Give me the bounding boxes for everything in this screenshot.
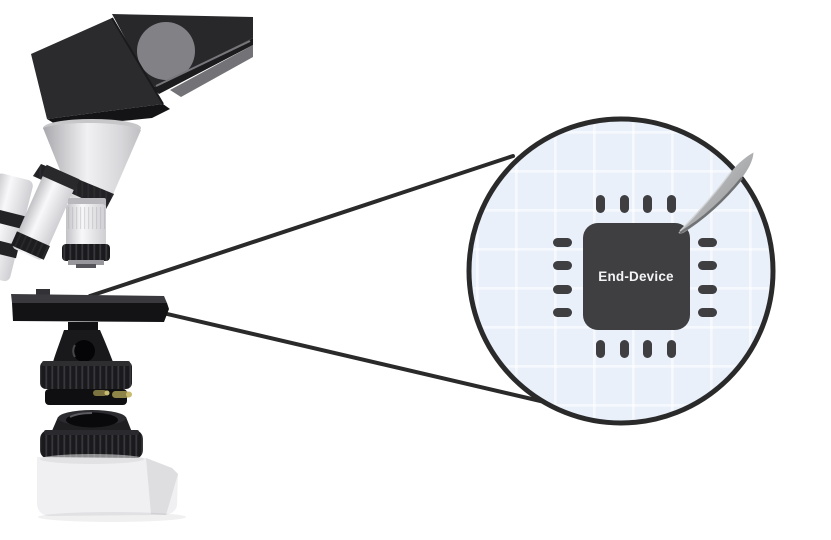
objective-body xyxy=(0,173,33,282)
objective-angled xyxy=(10,164,80,260)
base-facet xyxy=(146,458,178,515)
eyepiece-lens xyxy=(137,22,195,80)
brass-screw xyxy=(112,391,129,398)
base-body xyxy=(37,457,178,516)
microscope-illustration xyxy=(0,14,551,522)
chip-pin xyxy=(698,308,717,317)
callout-line-upper xyxy=(88,154,515,298)
objective-band xyxy=(41,164,80,191)
chip-body xyxy=(583,223,690,330)
condenser-neck xyxy=(68,322,98,332)
objective-left-edge xyxy=(0,173,33,282)
chip-pin xyxy=(553,285,572,294)
condenser-knob-highlight xyxy=(72,344,76,358)
chip-pin xyxy=(553,261,572,270)
magnifier-lens: End-Device xyxy=(466,116,776,426)
stage-top xyxy=(11,294,167,303)
objective-knurling xyxy=(67,207,105,229)
chip-pin xyxy=(596,195,605,213)
illuminator-ring-top xyxy=(44,430,139,435)
stage-clip xyxy=(36,289,50,296)
brass-screw xyxy=(93,390,107,396)
base-shadow xyxy=(38,512,186,522)
chip-pins xyxy=(553,195,717,358)
chip-pin xyxy=(667,340,676,358)
chip-pin xyxy=(698,238,717,247)
probe-blade-highlight-edge xyxy=(679,171,732,232)
chip-pin xyxy=(620,340,629,358)
chip-pin xyxy=(643,340,652,358)
illuminator-lens-highlight xyxy=(69,412,93,418)
chip-pin xyxy=(698,261,717,270)
probe-blade-icon xyxy=(678,152,754,234)
chip-pin xyxy=(596,340,605,358)
chip-pin xyxy=(643,195,652,213)
chip-pin xyxy=(553,238,572,247)
condenser-knob xyxy=(73,340,95,362)
probe-blade-shadow-edge xyxy=(679,177,743,234)
stage-front xyxy=(12,303,169,322)
microscope-base xyxy=(37,454,186,522)
chip-pin xyxy=(620,195,629,213)
condenser xyxy=(40,322,132,405)
illuminator xyxy=(40,410,143,459)
tube-underside-light xyxy=(170,45,253,97)
lens-border xyxy=(466,116,776,426)
objective-tip xyxy=(68,260,104,265)
microscope-head-prism xyxy=(31,18,163,119)
head-edge xyxy=(111,17,164,105)
objective-band xyxy=(0,206,27,230)
specimen-stage xyxy=(11,289,169,322)
chip-label: End-Device xyxy=(598,269,674,284)
tube-highlight xyxy=(155,40,251,87)
nosepiece-cone xyxy=(43,122,141,212)
illuminator-lens xyxy=(66,412,118,428)
condenser-ring xyxy=(40,361,132,389)
objective-vertical xyxy=(62,198,110,268)
brass-screw-tip xyxy=(104,390,110,396)
objective-band xyxy=(0,236,20,259)
chip-pin xyxy=(698,285,717,294)
objective-band-ribs xyxy=(10,231,50,260)
chip-pin xyxy=(553,308,572,317)
base-top-shade xyxy=(40,454,144,464)
objective-ring xyxy=(62,244,110,261)
objective-tip-nub xyxy=(76,264,96,268)
end-device-chip-icon: End-Device xyxy=(553,195,717,358)
chip-pin xyxy=(667,195,676,213)
condenser-ring-top xyxy=(42,361,130,366)
brass-screw-tip xyxy=(126,391,132,398)
illuminator-ring xyxy=(40,430,143,459)
